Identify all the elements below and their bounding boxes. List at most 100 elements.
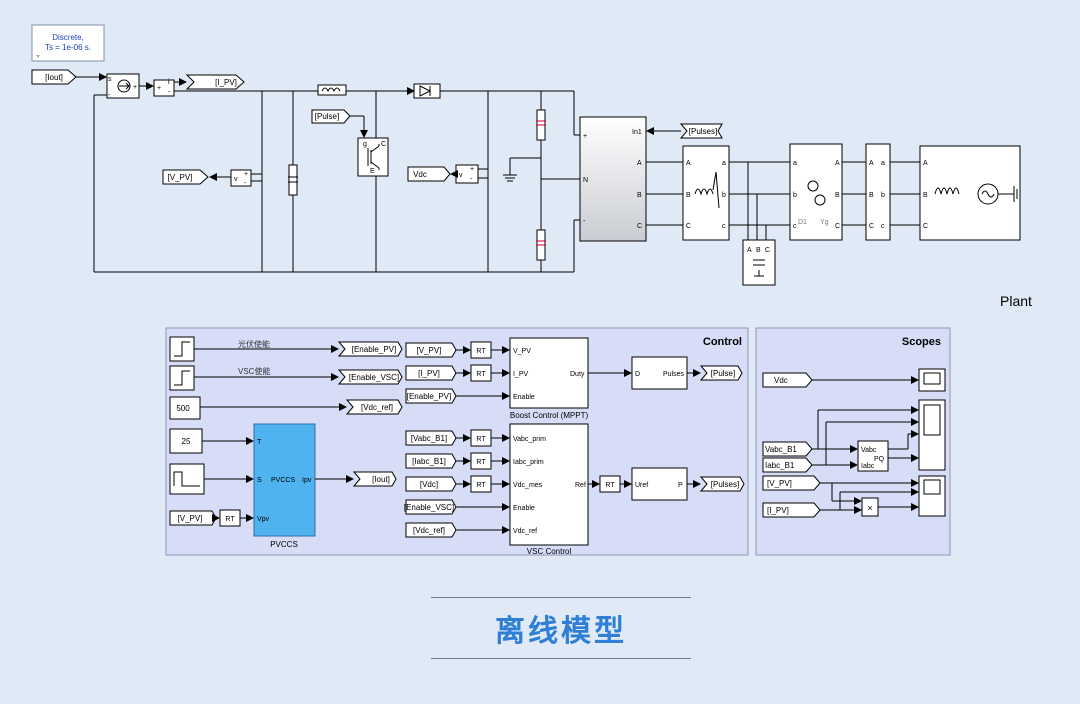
pulses-from-label: [Pulses] bbox=[689, 127, 717, 136]
pwm-out-pulses: Pulses bbox=[663, 371, 685, 378]
ac-filter-block[interactable] bbox=[682, 145, 730, 241]
irradiance-signal-block[interactable] bbox=[169, 463, 205, 495]
scope-pv[interactable] bbox=[918, 475, 946, 517]
boost-igbt[interactable] bbox=[357, 137, 389, 177]
scope-iabc-from[interactable] bbox=[762, 457, 813, 473]
vsc-iabc-from[interactable] bbox=[405, 453, 457, 469]
port-e: E bbox=[370, 168, 375, 175]
pq-iabc: Iabc bbox=[861, 463, 875, 470]
enable-vsc-goto[interactable] bbox=[337, 369, 403, 385]
scope-iabc-label: Iabc_B1 bbox=[765, 461, 795, 470]
scope-vdc-from[interactable] bbox=[762, 372, 813, 388]
vsc-enable-from[interactable] bbox=[405, 499, 457, 515]
rt-label-3: RT bbox=[476, 371, 486, 378]
inv-port-c: C bbox=[637, 223, 642, 230]
vsc-pwm-block[interactable] bbox=[631, 467, 688, 501]
ipv-goto-tag[interactable] bbox=[185, 74, 245, 90]
pvccs-port-t: T bbox=[257, 439, 262, 446]
current-measurement[interactable] bbox=[153, 79, 175, 97]
pv-voltage-measurement[interactable] bbox=[230, 169, 252, 187]
vsc-in-iabc: Iabc_prim bbox=[513, 459, 544, 466]
pq-calc-block[interactable] bbox=[857, 440, 889, 472]
flt-c: c bbox=[722, 223, 726, 230]
iout-goto[interactable] bbox=[352, 471, 397, 487]
pulses-from-tag[interactable] bbox=[679, 123, 723, 139]
mppt-vpv-from[interactable] bbox=[405, 342, 457, 358]
vsc-vdc-from[interactable] bbox=[405, 476, 457, 492]
grid-A: A bbox=[923, 160, 928, 167]
inv-port-a: A bbox=[637, 160, 642, 167]
tr-B: B bbox=[835, 192, 840, 199]
iout-from-tag[interactable] bbox=[31, 69, 77, 85]
mppt-block[interactable] bbox=[509, 337, 589, 409]
grid-source-block[interactable] bbox=[919, 145, 1021, 241]
load-rlc-block[interactable] bbox=[742, 239, 776, 286]
tr-d1: D1 bbox=[798, 219, 807, 226]
vsc-out-ref: Ref bbox=[575, 482, 586, 489]
inv-port-minus: - bbox=[583, 218, 586, 225]
vpv-goto-tag[interactable] bbox=[162, 169, 209, 185]
pulses-goto[interactable] bbox=[699, 476, 745, 492]
scope-ipv-from[interactable] bbox=[762, 502, 821, 518]
pvccs-port-vpv: Vpv bbox=[257, 516, 270, 523]
iout-from-label: [Iout] bbox=[45, 73, 63, 82]
pwm2-out-p: P bbox=[678, 482, 683, 489]
const-vdc-label: 500 bbox=[176, 404, 190, 413]
control-title: Control bbox=[703, 336, 742, 348]
inv-port-plus: + bbox=[583, 133, 587, 140]
powergui-block[interactable]: Discrete, Ts = 1e-06 s. bbox=[31, 24, 105, 62]
vpv-goto-label: [V_PV] bbox=[168, 173, 193, 182]
const-vdc-block[interactable] bbox=[169, 396, 201, 420]
mppt-ipv-label: [I_PV] bbox=[418, 369, 440, 378]
b2-A: A bbox=[869, 160, 874, 167]
pvccs-port-s: S bbox=[257, 477, 262, 484]
enable-pv-goto[interactable] bbox=[337, 341, 403, 357]
vsc-vdcref-label: [Vdc_ref] bbox=[413, 526, 445, 535]
pvccs-center: PVCCS bbox=[271, 477, 295, 484]
pvccs-block[interactable] bbox=[253, 423, 316, 537]
boost-inductor[interactable] bbox=[317, 84, 347, 96]
boost-pwm-block[interactable] bbox=[631, 356, 688, 390]
vdc-ref-goto[interactable] bbox=[345, 399, 403, 415]
pulse-from-label: [Pulse] bbox=[315, 112, 339, 121]
tr-yg: Yg bbox=[820, 219, 829, 226]
grid-C: C bbox=[923, 223, 928, 230]
scope-ipv-label: [I_PV] bbox=[767, 506, 789, 515]
scope-vpv-from[interactable] bbox=[762, 475, 821, 491]
vsc-inverter-block[interactable] bbox=[579, 116, 647, 242]
bus-measurement-b2[interactable] bbox=[865, 143, 891, 241]
load-B: B bbox=[756, 247, 761, 254]
scopes-diagram bbox=[762, 368, 946, 518]
port-g: g bbox=[363, 141, 367, 148]
solver-line1: Discrete, bbox=[52, 33, 84, 42]
port-v2: v bbox=[459, 172, 463, 179]
solver-icon bbox=[36, 55, 40, 58]
scope-vabc-from[interactable] bbox=[762, 441, 813, 457]
port-plus4: + bbox=[470, 166, 474, 173]
mppt-enable-from[interactable] bbox=[405, 388, 457, 404]
port-cc: C bbox=[381, 141, 386, 148]
pvccs-vpv-label: [V_PV] bbox=[178, 514, 203, 523]
enable-pv-label: [Enable_PV] bbox=[352, 345, 396, 354]
vsc-control-block[interactable] bbox=[509, 423, 589, 546]
transformer-block[interactable] bbox=[789, 143, 843, 241]
port-plus3: + bbox=[244, 171, 248, 178]
vsc-vdc-label: [Vdc] bbox=[420, 480, 438, 489]
vsc-vdcref-from[interactable] bbox=[405, 522, 457, 538]
vsc-vabc-from[interactable] bbox=[405, 430, 457, 446]
vdc-goto-tag[interactable] bbox=[407, 166, 451, 182]
mppt-in-vpv: V_PV bbox=[513, 348, 531, 355]
pvccs-name: PVCCS bbox=[270, 540, 298, 549]
pv-capacitor[interactable] bbox=[288, 164, 298, 196]
pulse-from-tag[interactable] bbox=[311, 109, 351, 124]
vsc-in-enable: Enable bbox=[513, 505, 535, 512]
port-s: s bbox=[108, 76, 112, 83]
vsc-iabc-label: [Iabc_B1] bbox=[412, 457, 446, 466]
scopes-title: Scopes bbox=[902, 336, 941, 348]
pq-pq: PQ bbox=[874, 456, 885, 463]
footer-title-frame: 离线模型 bbox=[431, 597, 691, 659]
mppt-ipv-from[interactable] bbox=[405, 365, 457, 381]
const-temperature-block[interactable] bbox=[169, 428, 203, 454]
port-minus2: - bbox=[168, 89, 171, 96]
pulse-goto[interactable] bbox=[699, 365, 743, 381]
